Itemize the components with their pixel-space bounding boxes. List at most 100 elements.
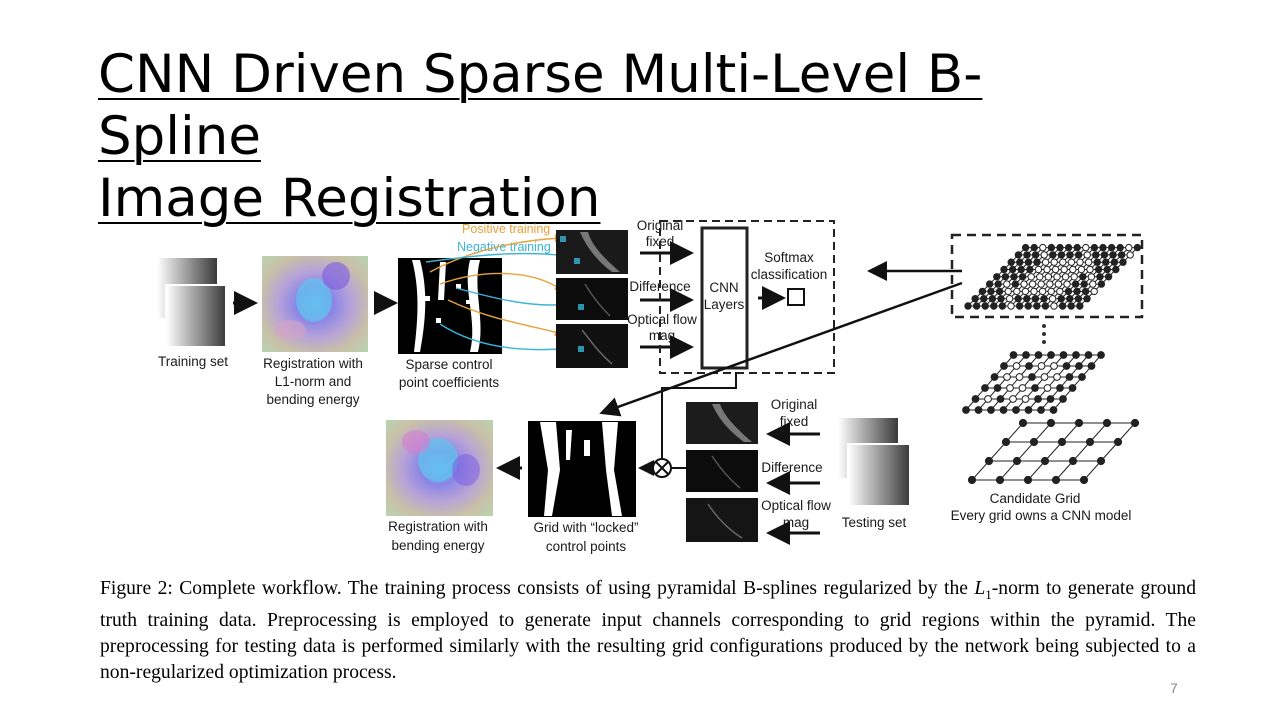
grid-node [1037,280,1045,288]
grid-node [1017,265,1025,274]
grid-line [999,422,1052,481]
optical-flow-label-top-2: mag [649,328,675,343]
grid-node [1037,406,1045,414]
grid-node [1096,273,1104,281]
grid-node [980,295,988,303]
multiply-node [652,458,672,478]
grid-node [1028,373,1036,381]
grid-node [1037,362,1046,370]
grid-node [1074,251,1083,259]
original-fixed-label-bottom-1: Original [771,397,818,412]
registration-flow-image [262,256,368,352]
grid-node [1103,265,1111,274]
grid-line [1027,422,1080,481]
testing-set-images [838,418,911,507]
grid-node [1107,243,1116,252]
grid-node [1082,243,1090,252]
grid-node [1024,406,1033,414]
grid-node [999,406,1008,414]
grid-node [1027,273,1035,281]
grid-node [1041,258,1050,266]
grid-node [1059,258,1067,266]
grid-node [1025,362,1033,370]
grid-node [1094,265,1103,274]
grid-node [1097,351,1105,359]
softmax-label-1: Softmax [764,250,814,265]
optical-flow-label-bottom-2: mag [783,515,809,530]
figure-caption: Figure 2: Complete workflow. The trainin… [100,576,1196,686]
grid-node [1067,258,1076,266]
grid-node [1048,295,1057,303]
grid-node [987,406,995,414]
grid-node [1043,265,1051,274]
grid-node [1096,456,1106,466]
grid-node [972,302,981,310]
grid-node [1093,258,1101,266]
grid-node [1076,302,1084,310]
grid-node [988,295,997,303]
difference-label-bottom: Difference [761,460,822,475]
grid-node [1090,287,1098,296]
grid-node [1040,295,1048,303]
grid-node [993,273,1001,281]
grid-node [1020,280,1028,288]
grid-node [1005,295,1014,303]
caption-math-sub: 1 [985,586,992,602]
title-line-1: CNN Driven Sparse Multi-Level B-Spline [98,44,983,167]
grid-node [1012,406,1020,414]
grid-node [1039,243,1047,252]
grid-node [1074,295,1083,303]
testing-set-label: Testing set [842,515,907,530]
candidate-grid-coarse [967,418,1140,485]
grid-node [1074,418,1084,428]
grid-node [1009,351,1018,359]
grid-node [1030,287,1038,296]
grid-line [1055,422,1108,481]
grid-node [1087,362,1096,370]
grid-node [1024,302,1032,310]
grid-node [1021,287,1030,296]
grid-node [995,287,1004,296]
grid-node [1119,258,1127,266]
grid-node [1043,384,1052,392]
grid-node [1013,287,1021,296]
grid-node [1047,351,1055,359]
grid-node [1030,243,1038,252]
grid-node [1034,265,1043,274]
grid-node [987,287,995,296]
grid-node [1073,287,1081,296]
grid-node [1018,273,1027,281]
registration-be-label-1: Registration with [388,519,488,534]
locked-grid-label-1: Grid with “locked” [533,520,638,535]
grid-node [1038,287,1047,296]
grid-node [1102,418,1112,428]
training-set-images [157,258,227,348]
caption-part-1: Figure 2: Complete workflow. The trainin… [100,578,975,599]
grid-node [1089,280,1097,288]
sparse-label-1: Sparse control [405,357,492,372]
grid-node [1056,287,1064,296]
grid-node [1015,302,1024,310]
grid-node [1046,418,1056,428]
caption-part-2: -norm to generate ground truth training … [100,578,1196,683]
grid-node [1067,302,1075,310]
grid-node [1018,418,1028,428]
grid-node [1079,475,1089,485]
grid-node [1083,295,1091,303]
grid-node [1033,302,1041,310]
grid-node [1063,280,1071,288]
grid-node [967,475,977,485]
arrow-grid-to-locked [599,281,963,417]
grid-node [1083,251,1091,259]
grid-node [1009,395,1017,403]
optical-flow-label-bottom-1: Optical flow [761,498,831,513]
cnn-output-line [661,372,737,458]
grid-node [1073,243,1081,252]
grid-node [998,302,1007,310]
grid-node [1100,251,1109,259]
grid-node [1021,395,1030,403]
grid-node [1010,273,1018,281]
grid-node [1000,265,1008,274]
grid-node [1046,395,1055,403]
